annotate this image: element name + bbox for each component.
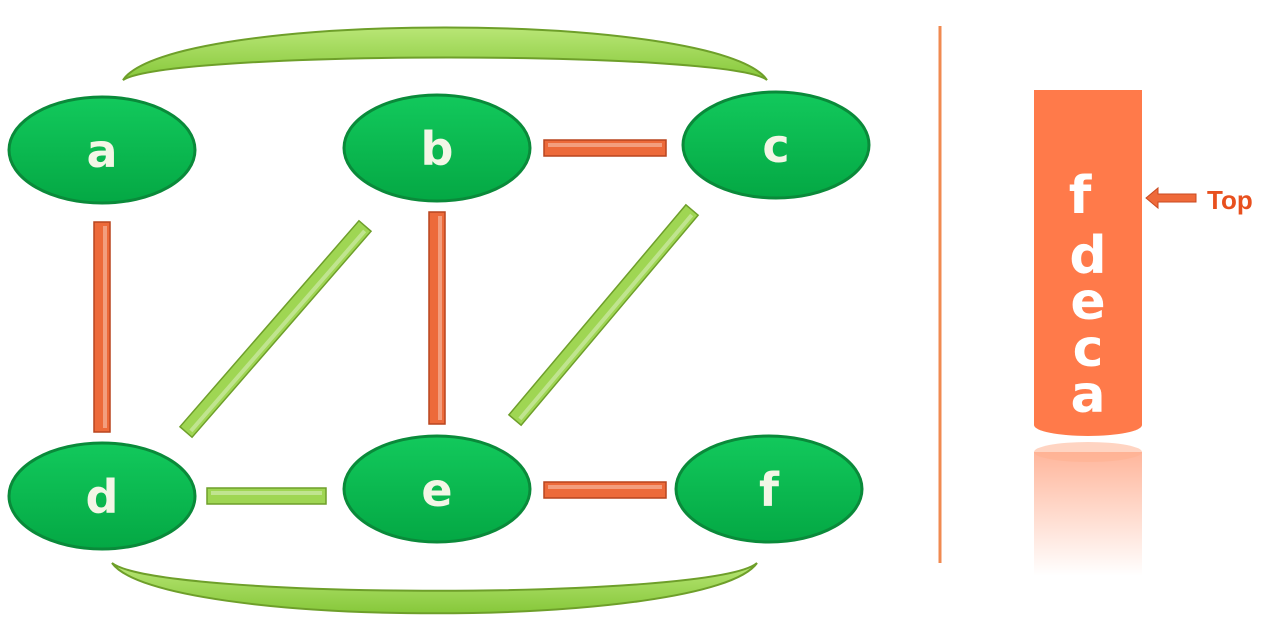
top-label: Top [1207,185,1253,215]
edge-b-c-highlight [548,143,662,147]
edge-b-c[interactable] [543,139,667,157]
edges-layer [93,26,768,615]
edge-e-f-highlight [548,485,662,489]
node-e-label: e [421,463,452,517]
edge-b-d-highlight [189,229,367,433]
node-a-shape [7,95,197,205]
edge-d-e[interactable] [206,487,327,505]
edge-b-e-bar [428,211,446,425]
edge-b-e-highlight [438,216,442,420]
edge-c-e-bar [507,203,700,427]
node-b-label: b [421,122,454,176]
stack-item-3: e [1070,272,1105,332]
node-a-label: a [86,124,117,178]
edge-a-d-highlight [103,226,107,428]
edge-a-d[interactable] [93,221,111,433]
left-arrow-icon [1145,186,1197,210]
stack-item-1: f [1069,166,1093,226]
node-d-shape [7,441,197,551]
node-c-label: c [762,119,789,173]
edge-b-c-bar [543,139,667,157]
stack-base [1034,414,1142,436]
stack-item-5: a [1070,365,1105,425]
edge-a-c-arc[interactable] [122,26,768,81]
node-a[interactable]: a [7,95,197,205]
stack-item-4: c [1073,319,1104,379]
edge-b-e[interactable] [428,211,446,425]
stack-reflection-top [1034,442,1142,462]
edge-d-e-highlight [211,491,322,495]
top-pointer: Top [1145,185,1253,215]
node-d-label: d [86,470,119,524]
edge-c-e[interactable] [507,203,700,427]
edge-d-f-arc[interactable] [111,562,758,615]
edge-e-f-bar [543,481,667,499]
stack: f d e c a [1034,90,1142,576]
node-e[interactable]: e [342,434,532,544]
stack-body [1034,90,1142,425]
edge-e-f[interactable] [543,481,667,499]
node-b-shape [342,93,532,203]
stack-reflection [1034,452,1142,576]
edge-c-e-highlight [518,213,694,421]
node-f-shape [674,434,864,544]
edge-a-d-bar [93,221,111,433]
stack-item-2: d [1069,226,1106,286]
node-f-label: f [759,463,780,517]
edge-d-e-bar [206,487,327,505]
node-d[interactable]: d [7,441,197,551]
node-b[interactable]: b [342,93,532,203]
node-c[interactable]: c [681,90,871,200]
node-c-shape [681,90,871,200]
edge-b-d[interactable] [178,219,373,439]
node-f[interactable]: f [674,434,864,544]
edge-b-d-bar [178,219,373,439]
node-e-shape [342,434,532,544]
nodes-layer: a b c d e f [7,90,871,551]
